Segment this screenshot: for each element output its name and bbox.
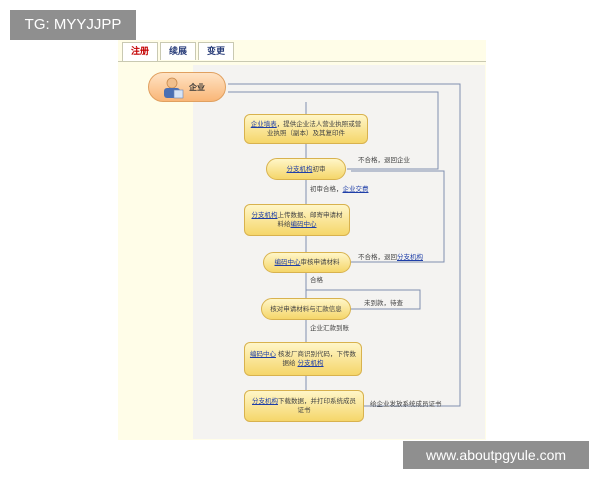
connector-step2-fail bbox=[228, 91, 439, 170]
tab-bar: 注册 续展 变更 bbox=[118, 40, 486, 62]
step3-text: 上传数据、邮寄申请材料给 bbox=[277, 211, 343, 228]
step6-text: 核发厂商识别代码，下传数据给 bbox=[275, 350, 357, 367]
step-coding-center-issue: 编码中心 核发厂商识别代码，下传数据给 分支机构 bbox=[244, 342, 362, 376]
note-step2-pass: 初审合格，企业交费 bbox=[310, 185, 369, 194]
watermark-top-left: TG: MYYJJPP bbox=[10, 10, 136, 40]
tab-divider bbox=[118, 61, 486, 62]
link-coding-center-review[interactable]: 编码中心 bbox=[274, 258, 301, 266]
start-node-enterprise: 企业 bbox=[148, 72, 226, 102]
note-step4-pass: 合格 bbox=[310, 276, 323, 284]
note-step4-fail: 不合格，退回分支机构 bbox=[358, 253, 423, 262]
link-branch-initial[interactable]: 分支机构 bbox=[286, 164, 313, 173]
link-enterprise-payment[interactable]: 企业交费 bbox=[342, 185, 369, 193]
watermark-bottom-right: www.aboutpgyule.com bbox=[403, 441, 589, 469]
tab-renewal[interactable]: 续展 bbox=[160, 42, 196, 60]
step7-text: 下载数据，并打印系统成员证书 bbox=[278, 397, 356, 414]
note-step5-pass: 企业汇款到账 bbox=[310, 324, 349, 332]
link-enterprise-fill-form[interactable]: 企业填表 bbox=[250, 120, 277, 128]
step4-fail-text: 不合格，退回 bbox=[358, 253, 397, 261]
link-branch-download[interactable]: 分支机构 bbox=[252, 397, 278, 405]
tab-register[interactable]: 注册 bbox=[122, 42, 158, 62]
step4-text: 审核申请材料 bbox=[300, 258, 340, 266]
enterprise-person-icon bbox=[164, 77, 184, 99]
link-branch-receive[interactable]: 分支机构 bbox=[297, 359, 324, 367]
step-branch-upload: 分支机构上传数据、邮寄申请材料给编码中心 bbox=[244, 204, 350, 236]
note-step5-fail: 未到款，待查 bbox=[364, 299, 403, 307]
connector-step7-outer bbox=[228, 83, 461, 407]
step2-text: 初审 bbox=[312, 164, 326, 173]
connector-step5-fail bbox=[306, 289, 421, 310]
step-branch-print-certificate: 分支机构下载数据，并打印系统成员证书 bbox=[244, 390, 364, 422]
link-coding-center-issue[interactable]: 编码中心 bbox=[249, 350, 276, 358]
link-branch-return[interactable]: 分支机构 bbox=[397, 253, 423, 261]
step-enterprise-fill-form: 企业填表，提供企业法人营业执照或营业执照（副本）及其复印件 bbox=[244, 114, 368, 144]
note-step7-issue-certificate: 给企业发放系统成员证书 bbox=[370, 400, 442, 408]
connector-step4-fail bbox=[351, 170, 445, 263]
step1-text: ，提供企业法人营业执照或营业执照（副本）及其复印件 bbox=[267, 120, 362, 137]
step-coding-center-review: 编码中心审核申请材料 bbox=[263, 252, 351, 273]
step-verify-payment: 核对申请材料与汇款信息 bbox=[261, 298, 351, 320]
step-branch-initial-review: 分支机构初审 bbox=[266, 158, 346, 180]
step2-pass-text: 初审合格， bbox=[310, 185, 343, 193]
link-coding-center-mail[interactable]: 编码中心 bbox=[290, 220, 317, 228]
link-branch-upload[interactable]: 分支机构 bbox=[251, 211, 278, 219]
note-step2-fail: 不合格，退回企业 bbox=[358, 156, 410, 164]
start-node-label: 企业 bbox=[189, 83, 205, 92]
tab-change[interactable]: 变更 bbox=[198, 42, 234, 60]
